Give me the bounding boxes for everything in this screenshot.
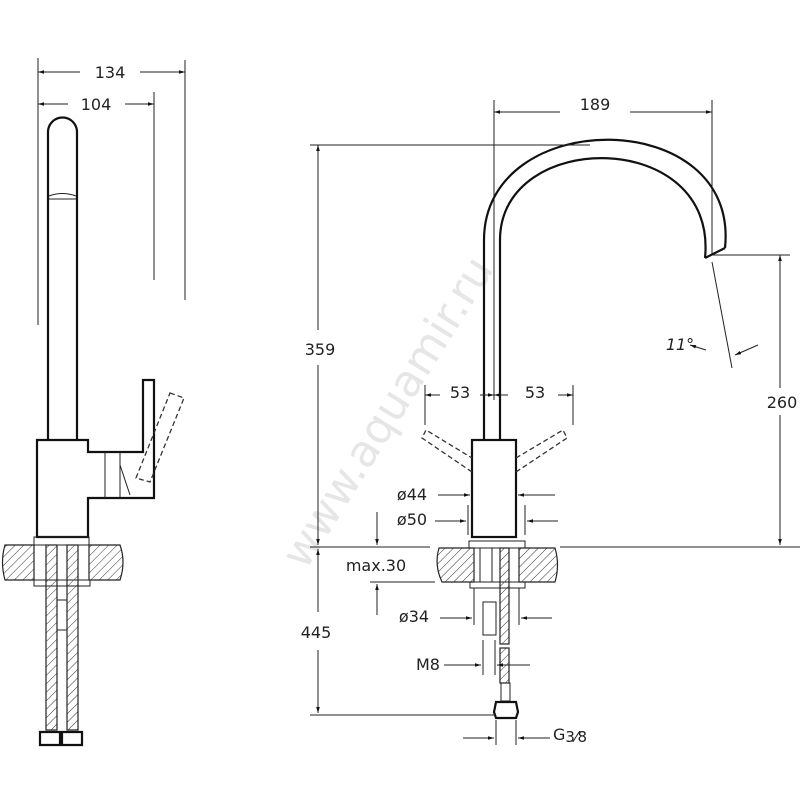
dim-spout-height: 260 <box>767 393 798 412</box>
dim-max-countertop: max.30 <box>346 556 406 575</box>
hose-thread-main: G <box>553 725 565 744</box>
dim-base-diameter: ø50 <box>397 510 427 529</box>
side-view: 134 104 <box>1 58 186 747</box>
dim-side-134: 134 <box>95 63 126 82</box>
dim-spout-reach: 189 <box>580 95 611 114</box>
dim-side-104: 104 <box>81 95 112 114</box>
dim-hose-thread: G3⁄8 <box>553 725 587 746</box>
dim-body-diameter: ø44 <box>397 485 427 504</box>
front-view: 189 359 260 11° 53 53 ø44 ø50 <box>301 95 800 746</box>
watermark: www.aquamir.ru <box>272 248 504 578</box>
hose-thread-fraction: 3⁄8 <box>565 728 587 746</box>
dim-total-height: 359 <box>305 340 336 359</box>
dim-spout-angle: 11° <box>666 335 694 354</box>
dim-hole-diameter: ø34 <box>399 607 429 626</box>
dim-stud-thread: M8 <box>416 655 440 674</box>
dim-handle-left: 53 <box>450 383 470 402</box>
dim-handle-right: 53 <box>525 383 545 402</box>
dim-below-length: 445 <box>301 623 332 642</box>
